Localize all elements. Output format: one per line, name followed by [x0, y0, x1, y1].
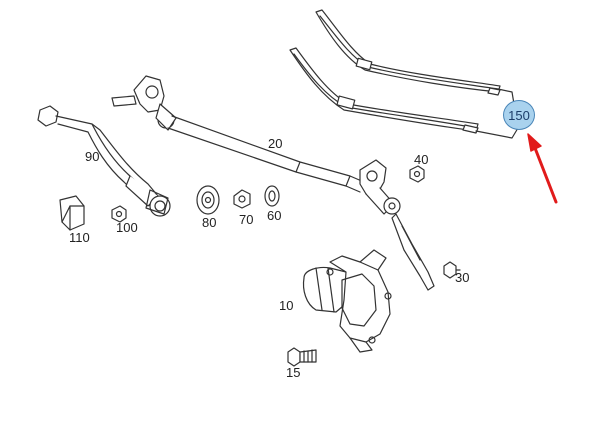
callout-60: 60: [267, 208, 282, 223]
wiper-blades-part-150: [289, 9, 519, 139]
nut-part-70: [233, 189, 251, 209]
callout-10: 10: [279, 298, 294, 313]
bolt-part-15: [287, 347, 317, 367]
callout-110: 110: [69, 230, 90, 245]
bolt-part-30: [443, 261, 461, 279]
pointer-arrow: [527, 133, 558, 204]
callout-30: 30: [455, 270, 470, 285]
wiper-motor-part-10: [302, 249, 392, 353]
callout-90: 90: [85, 149, 100, 164]
wiper-arm-part-90: [37, 105, 171, 217]
callout-100: 100: [116, 220, 138, 235]
callout-15: 15: [286, 365, 301, 380]
callout-150-highlighted: 150: [503, 100, 535, 130]
callout-20: 20: [268, 136, 283, 151]
bushing-part-80: [196, 185, 220, 215]
callout-80: 80: [202, 215, 217, 230]
washer-part-60: [264, 185, 280, 207]
cap-part-110: [59, 195, 85, 231]
nut-part-40: [409, 165, 425, 183]
callout-70: 70: [239, 212, 254, 227]
callout-40: 40: [414, 152, 429, 167]
nut-part-100: [111, 205, 127, 223]
wiper-linkage-part-20: [111, 75, 435, 291]
